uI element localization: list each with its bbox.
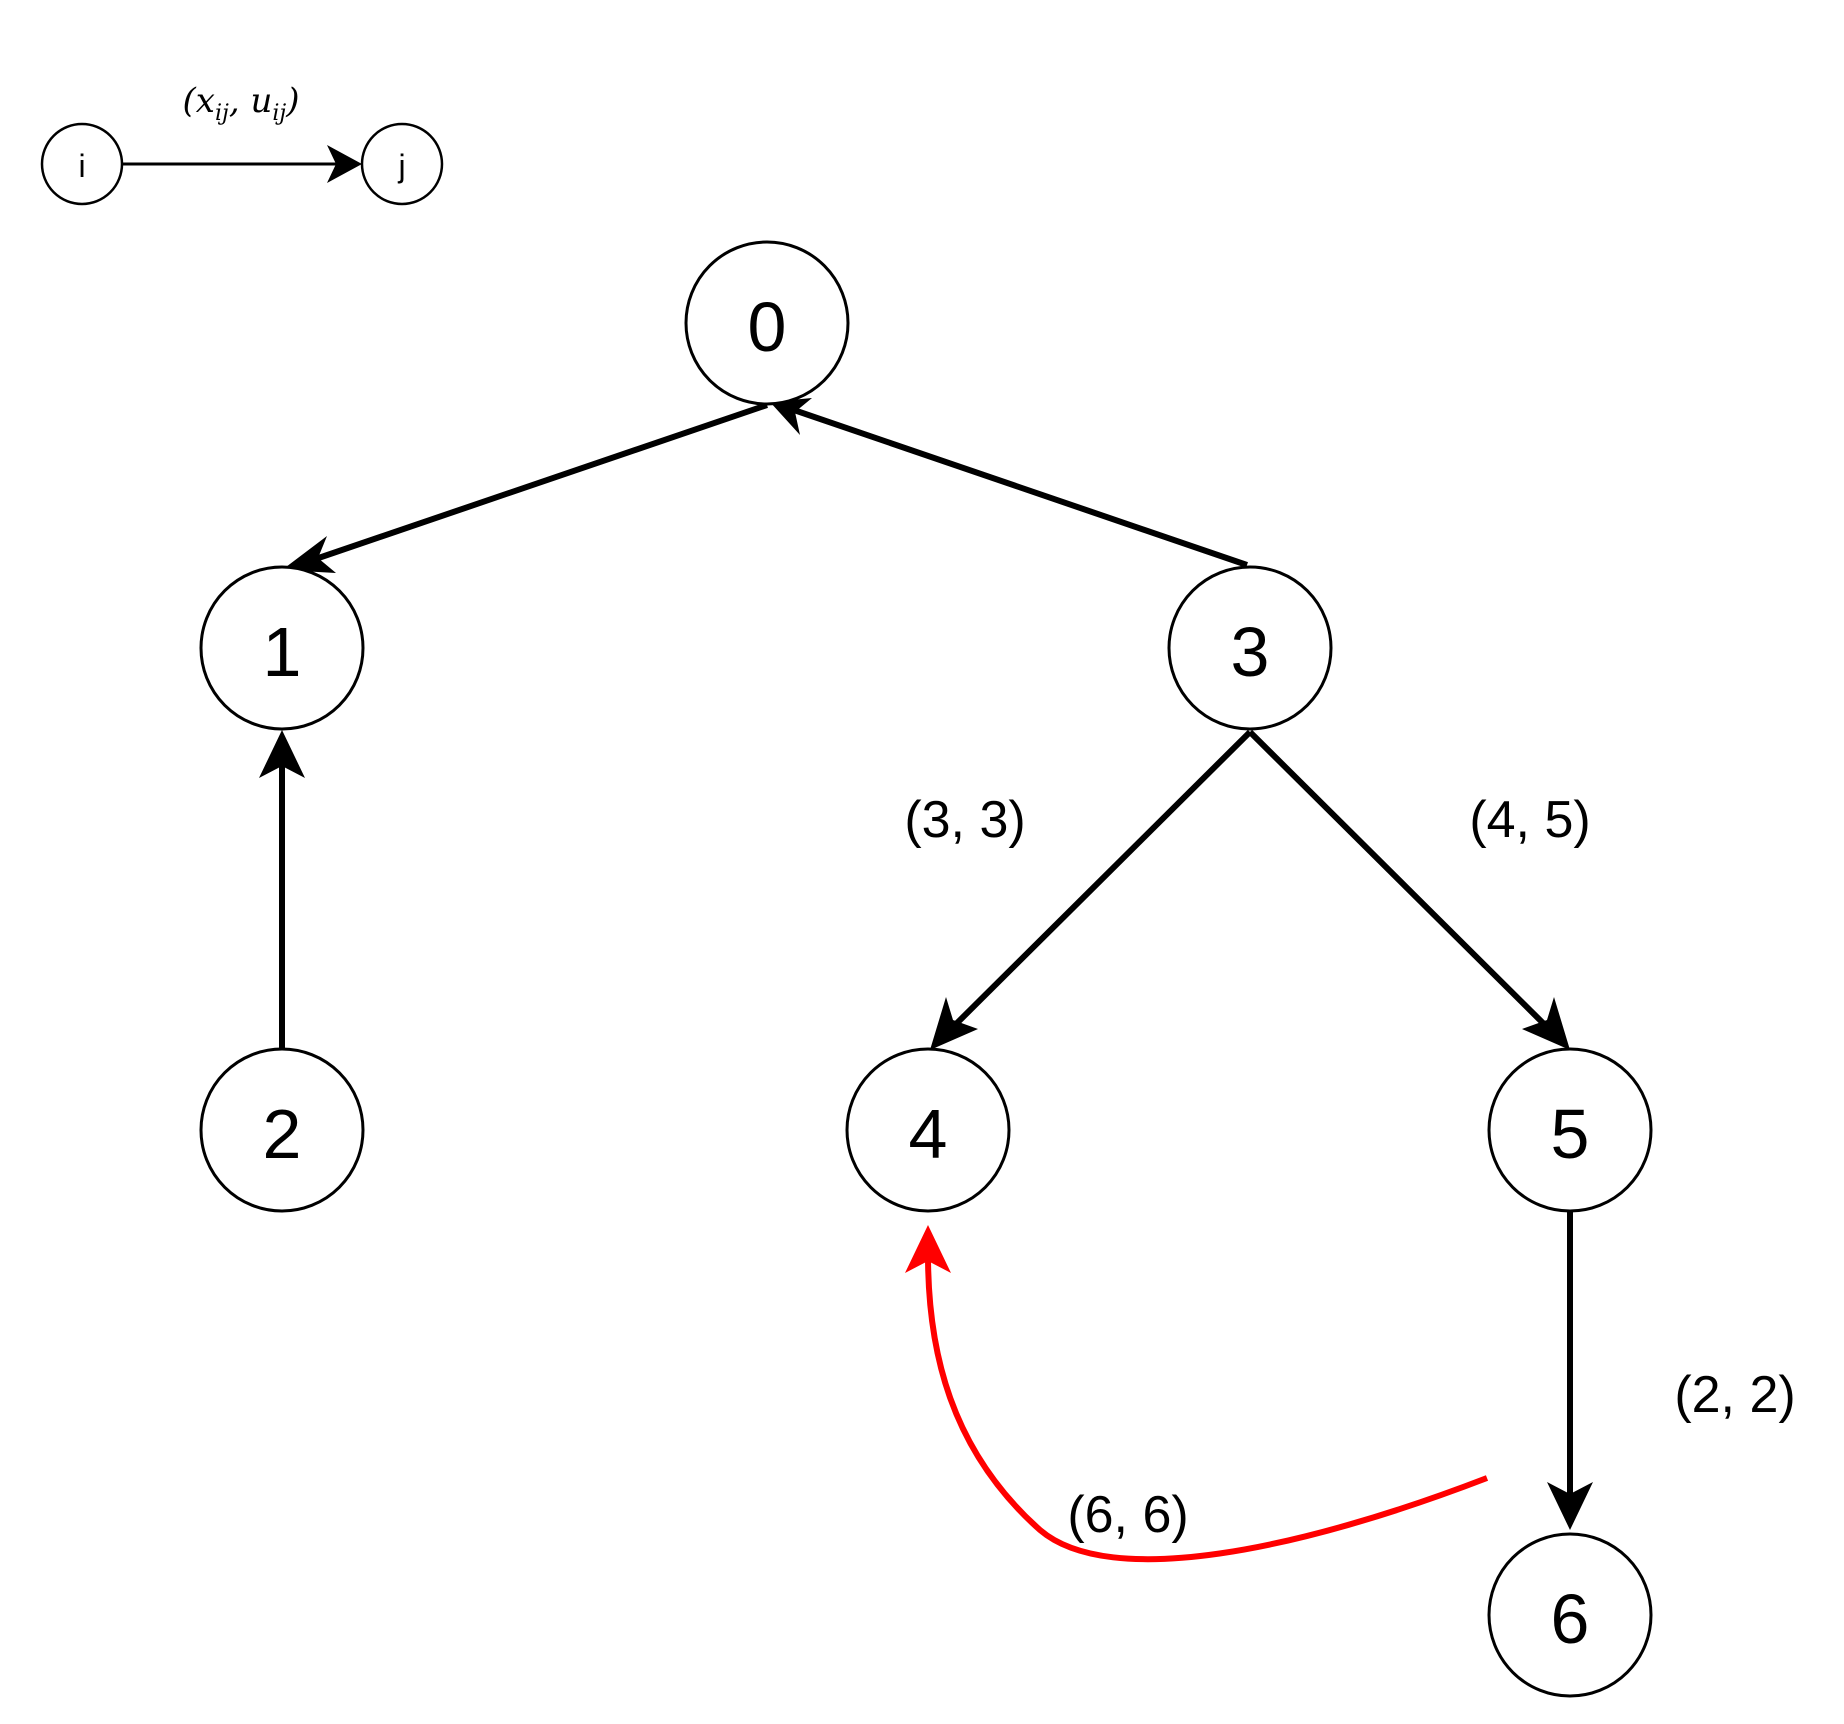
edge-3-4-arrowhead (930, 997, 978, 1050)
node-1: 1 (199, 565, 365, 731)
node-2: 2 (199, 1047, 365, 1213)
edge-label-6-4: (6, 6) (1067, 1486, 1188, 1544)
node-3-label: 3 (1231, 613, 1270, 691)
node-1-label: 1 (263, 613, 302, 691)
node-6-label: 6 (1551, 1580, 1590, 1658)
legend-node-j (360, 122, 444, 206)
edge-3-0-arrowhead (770, 398, 812, 435)
node-4: 4 (845, 1047, 1011, 1213)
legend-arrowhead (327, 145, 362, 183)
edge-label-3-4: (3, 3) (904, 791, 1025, 849)
legend-node-j-label: j (397, 148, 405, 184)
edge-5-6-arrowhead (1547, 1482, 1593, 1530)
node-2-label: 2 (263, 1095, 302, 1173)
node-5-label: 5 (1551, 1095, 1590, 1173)
edge-3-4 (945, 729, 1253, 1035)
legend-node-i-label: i (78, 148, 85, 184)
edge-3-5-arrowhead (1522, 997, 1570, 1050)
edge-3-5 (1247, 729, 1555, 1035)
edge-2-1-arrowhead (259, 730, 305, 778)
nodes: 0 1 2 3 4 5 6 (199, 240, 1653, 1698)
node-0: 0 (684, 240, 850, 406)
node-0-label: 0 (748, 288, 787, 366)
edge-label-5-6: (2, 2) (1674, 1366, 1795, 1424)
edges (259, 398, 1593, 1563)
edge-6-4 (925, 1254, 1489, 1563)
edge-0-1-arrowhead (282, 536, 336, 573)
node-3: 3 (1167, 565, 1333, 731)
legend-node-i (40, 122, 124, 206)
legend: i j (xij, uij) (40, 81, 444, 206)
node-5: 5 (1487, 1047, 1653, 1213)
edge-label-3-5: (4, 5) (1469, 791, 1590, 849)
node-4-label: 4 (909, 1095, 948, 1173)
edge-3-0 (787, 405, 1248, 568)
edge-6-4-arrowhead (905, 1225, 951, 1273)
node-6: 6 (1487, 1532, 1653, 1698)
legend-edge-label: (xij, uij) (183, 81, 300, 126)
edge-labels: (3, 3) (4, 5) (2, 2) (6, 6) (904, 791, 1795, 1544)
edge-0-1 (297, 402, 768, 568)
